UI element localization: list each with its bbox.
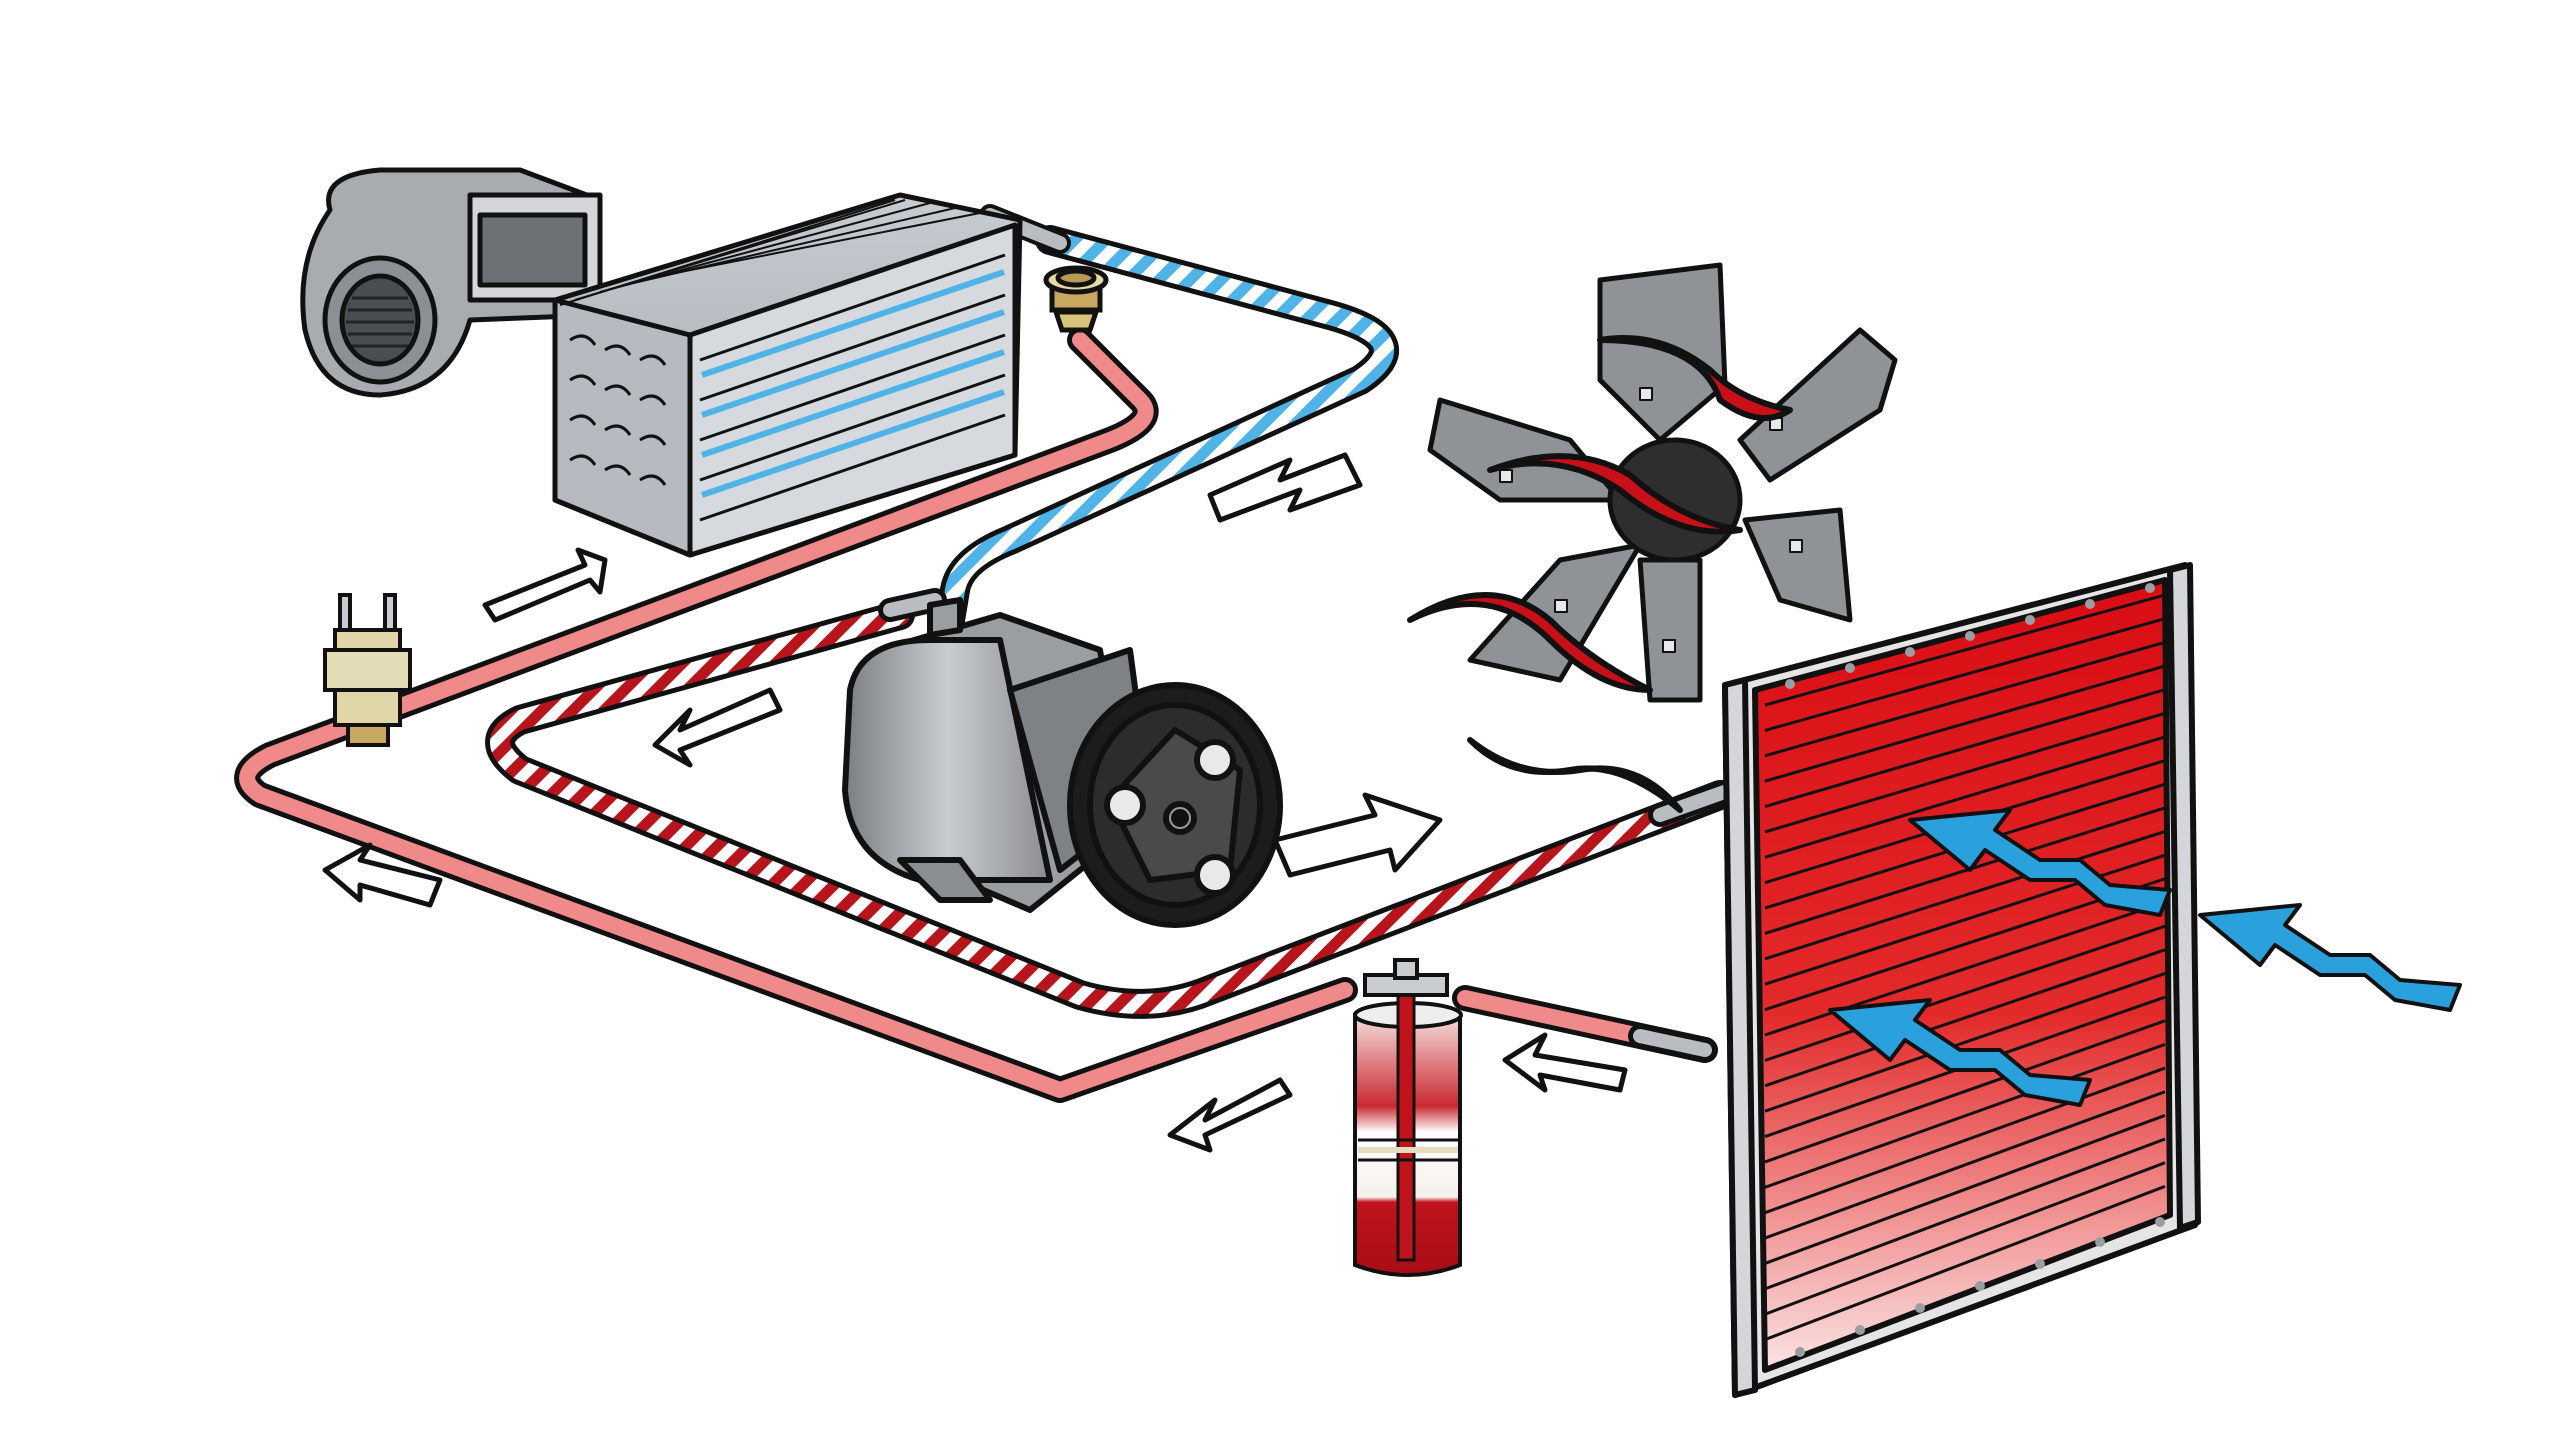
- airflow-arrows: [1828, 808, 2462, 1107]
- condenser-fin: [1764, 924, 2166, 1062]
- condenser-fin: [1764, 711, 2166, 834]
- airflow-arrow: [1828, 998, 2092, 1107]
- compressor: [842, 597, 1283, 928]
- condenser-fin: [1764, 640, 2166, 758]
- receiver-drier: [1353, 958, 1463, 1277]
- flow-arrow: [1167, 1077, 1293, 1153]
- condenser-fin: [1764, 1184, 2166, 1342]
- flow-arrow: [1502, 1032, 1628, 1093]
- condenser-fin: [1764, 593, 2166, 707]
- evaporator-core: [552, 192, 1023, 558]
- flow-arrow: [482, 547, 608, 623]
- condenser-fin: [1764, 1019, 2166, 1164]
- condenser-fin: [1764, 806, 2166, 935]
- condenser-fin: [1764, 688, 2166, 808]
- condenser-fin: [1764, 1066, 2166, 1215]
- pressure-switch: [323, 593, 412, 747]
- flow-arrow: [1207, 452, 1363, 523]
- cooling-fan: [1407, 262, 1898, 813]
- condenser-fin: [1764, 1137, 2166, 1291]
- condenser-fin: [1764, 617, 2166, 732]
- expansion-valve: [1043, 265, 1109, 333]
- flow-arrows: [322, 452, 1628, 1153]
- flow-arrow: [652, 687, 783, 768]
- condenser-fin: [1764, 972, 2166, 1113]
- blower-fan: [300, 167, 603, 398]
- flow-arrow: [1272, 792, 1443, 878]
- airflow-arrow: [2198, 903, 2462, 1012]
- refrigerant-lines: [234, 204, 1742, 1103]
- airflow-arrow: [1908, 808, 2172, 917]
- condenser-fin: [1764, 735, 2166, 859]
- condenser-fin: [1764, 1090, 2166, 1240]
- condenser-fin: [1764, 1161, 2166, 1316]
- condenser-fin: [1764, 1043, 2166, 1189]
- condenser-fin: [1764, 948, 2166, 1088]
- condenser-fin: [1764, 1113, 2166, 1265]
- condenser-fin: [1764, 664, 2166, 783]
- flow-arrow: [322, 842, 443, 908]
- condenser-fin: [1764, 830, 2166, 961]
- condenser: [1722, 562, 2201, 1398]
